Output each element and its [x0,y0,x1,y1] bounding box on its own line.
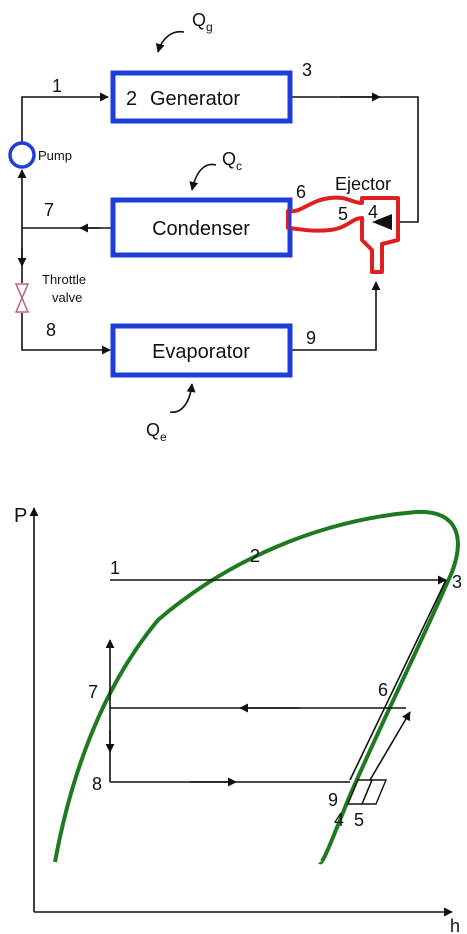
line-qg-arrow [155,30,185,53]
throttle-label-line1: Throttle [42,272,86,287]
throttle-valve-symbol [14,283,30,313]
point-1-label: 1 [110,558,120,578]
line-qe-arrow [169,383,196,413]
ph-diagram: P h 1 2 3 4 5 6 7 8 9 [14,505,462,934]
point-7-label: 7 [88,682,98,702]
condenser-label: Condenser [152,218,250,240]
state-6-label: 6 [296,182,306,202]
point-4-label: 4 [334,810,344,830]
state-9-label: 9 [306,328,316,348]
ejector-shape [286,195,400,274]
line-3-to-4 [349,579,447,781]
line-qc-arrow [189,163,217,191]
line-pump-to-generator [21,92,109,142]
evaporator-box [110,323,293,378]
line-evaporator-to-ejector [292,281,381,351]
y-axis-label: P [14,505,27,527]
point-3-label: 3 [452,572,462,592]
cycle-schematic: 2 Generator Condenser Evaporator Ejector… [8,10,419,444]
saturation-dome [53,509,460,865]
generator-box [110,70,293,124]
point-9-label: 9 [328,790,338,810]
state-8-label: 8 [46,320,56,340]
point-2-label: 2 [250,546,260,566]
line-throttle-to-evaporator [21,313,111,355]
ejector-label: Ejector [335,174,391,194]
generator-label: Generator [150,88,240,110]
pump-label: Pump [38,148,72,163]
state-4-label: 4 [368,202,378,222]
heat-evaporator-label: Qe [146,420,167,444]
state-7-label: 7 [44,200,54,220]
heat-generator-label: Qg [192,10,213,34]
state-1-label: 1 [52,76,62,96]
line-5-to-6 [369,711,411,781]
point-8-label: 8 [92,774,102,794]
ejector-arrow-marker [372,214,392,230]
state-5-label: 5 [338,204,348,224]
point-5-label: 5 [354,810,364,830]
pump-symbol [8,141,36,169]
throttle-label-line2: valve [52,290,82,305]
point-6-label: 6 [378,680,388,700]
evaporator-label: Evaporator [152,341,250,363]
state-3-label: 3 [302,60,312,80]
heat-condenser-label: Qc [222,149,242,173]
x-axis-label: h [450,916,460,934]
mixing-divider [361,779,373,805]
generator-state-label: 2 [126,88,137,110]
